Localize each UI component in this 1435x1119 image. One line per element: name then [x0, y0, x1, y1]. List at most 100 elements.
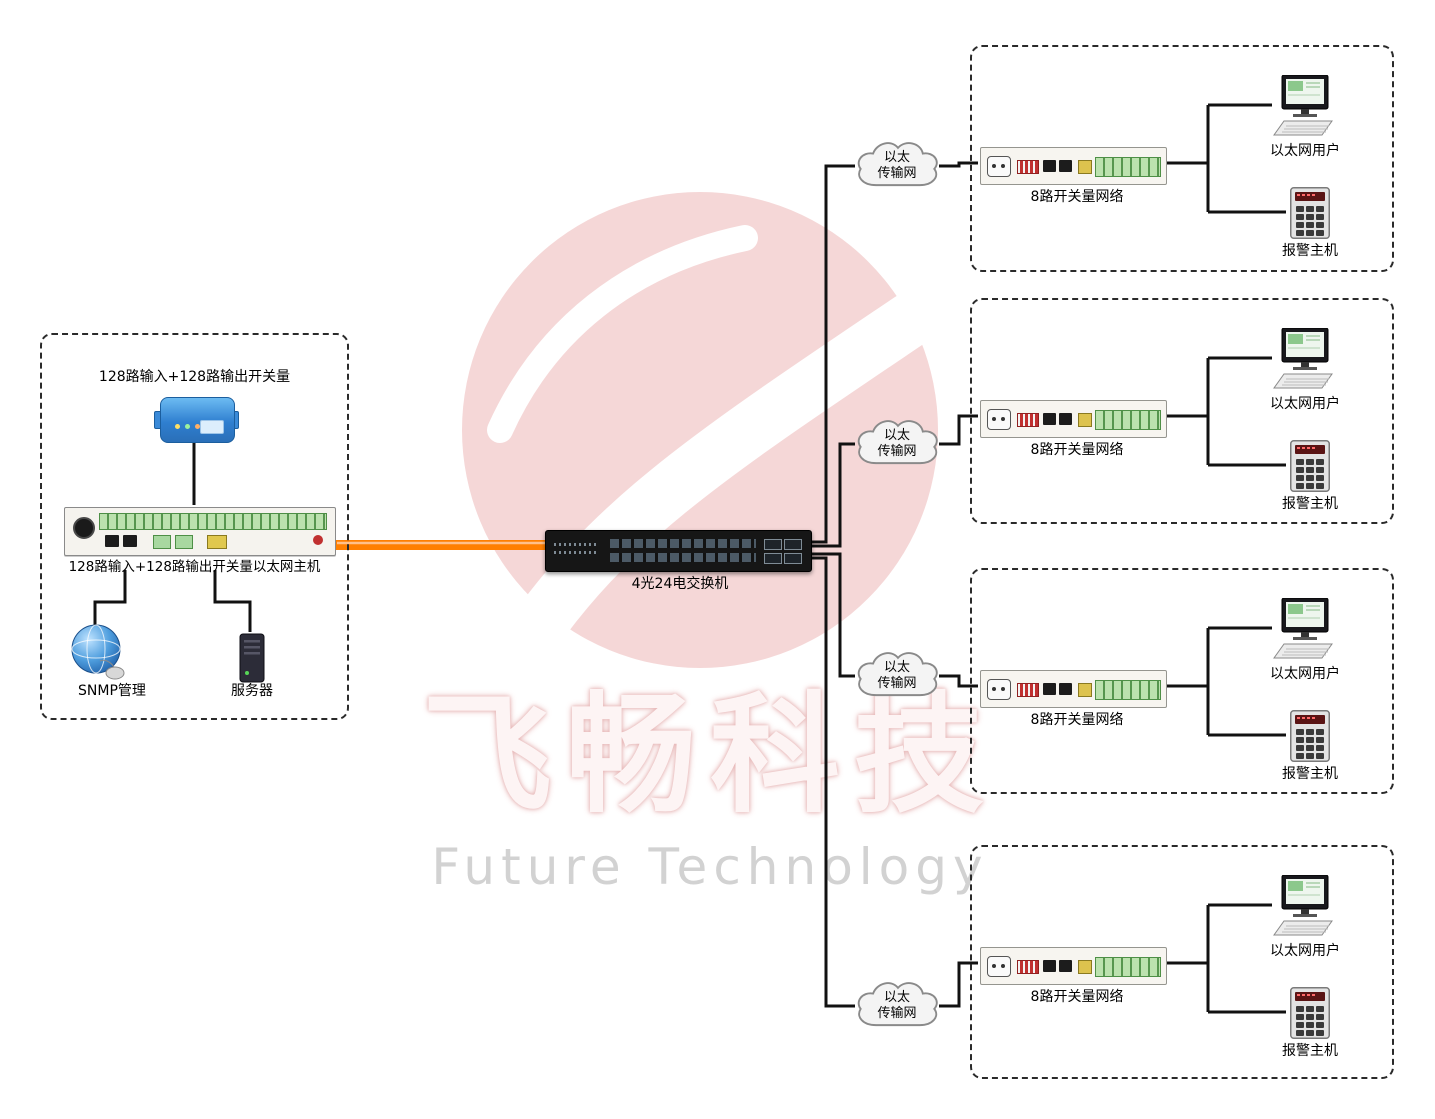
sfp-port: [1078, 683, 1092, 697]
cloud-icon: [857, 142, 938, 187]
cloud-label: 以太 传输网: [853, 977, 941, 1035]
io-network-device: [980, 947, 1167, 985]
device-label: 8路开关量网络: [1030, 189, 1124, 205]
power-inlet: [987, 679, 1011, 700]
ethernet-user-label: 以太网用户: [1270, 943, 1340, 959]
vendor-logo-mark: [313, 535, 323, 545]
alarm-host-label: 报警主机: [1282, 243, 1338, 259]
power-inlet: [987, 956, 1011, 977]
ethernet-user-icon: [1273, 598, 1333, 659]
sfp-port: [207, 535, 227, 549]
ethernet-user-icon: [1273, 328, 1333, 389]
io-network-device: [980, 670, 1167, 708]
switch-label: 4光24电交换机: [631, 576, 729, 592]
logo-swoosh: [497, 292, 938, 673]
terminal-strip: [1095, 680, 1161, 700]
cloud-label-line2: 传输网: [877, 444, 917, 459]
cloud-label-line2: 传输网: [877, 166, 917, 181]
alarm-host-label: 报警主机: [1282, 766, 1338, 782]
cloud-label: 以太 传输网: [853, 137, 941, 195]
device-label: 8路开关量网络: [1030, 989, 1124, 1005]
terminal-strip: [1095, 957, 1161, 977]
device-display: [200, 420, 224, 434]
sfp-port: [1078, 413, 1092, 427]
led-indicator: [185, 424, 190, 429]
cloud-icon: [857, 982, 938, 1027]
rj45-port: [1043, 160, 1056, 172]
alarm-host-icon: [1290, 987, 1330, 1039]
dip-switch: [1017, 960, 1039, 974]
optical-port: [764, 553, 782, 564]
ethernet-user-label: 以太网用户: [1270, 143, 1340, 159]
ethernet-port-row: [610, 553, 756, 562]
fan-vent: [73, 517, 95, 539]
cloud-label-line1: 以太: [883, 149, 910, 165]
terminal-strip: [1095, 157, 1161, 177]
power-inlet: [987, 409, 1011, 430]
dip-switch: [1017, 160, 1039, 174]
alarm-host-label: 报警主机: [1282, 1043, 1338, 1059]
transmission-cloud-4: 以太 传输网: [853, 977, 941, 1035]
power-inlet: [987, 156, 1011, 177]
device-label: 8路开关量网络: [1030, 442, 1124, 458]
rj45-port: [123, 535, 137, 547]
optical-port: [784, 539, 802, 550]
transmission-cloud-2: 以太 传输网: [853, 415, 941, 473]
cloud-label-line2: 传输网: [877, 1006, 917, 1021]
rj45-port: [1043, 413, 1056, 425]
server-label: 服务器: [231, 683, 273, 699]
alarm-host-icon: [1290, 710, 1330, 762]
optical-port: [784, 553, 802, 564]
sfp-port: [1078, 960, 1092, 974]
rj45-port: [1059, 960, 1072, 972]
ethernet-host-label: 128路输入+128路输出开关量以太网主机: [68, 559, 321, 575]
cloud-label: 以太 传输网: [853, 647, 941, 705]
snmp-label: SNMP管理: [78, 683, 146, 699]
cloud-label-line1: 以太: [883, 427, 910, 443]
cloud-label-line1: 以太: [883, 989, 910, 1005]
alarm-host-label: 报警主机: [1282, 496, 1338, 512]
remote-site-1: 8路开关量网络 以太网用户 报警主机: [970, 45, 1394, 272]
brand-name-watermark: 飞畅科技: [421, 679, 998, 831]
cloud-label-line2: 传输网: [877, 676, 917, 691]
ethernet-user-icon: [1273, 875, 1333, 936]
led-indicator: [175, 424, 180, 429]
central-station-group: 128路输入+128路输出开关量 128路输入+128路输出开关量以太网主机: [40, 333, 349, 720]
terminal-block: [153, 535, 171, 549]
cloud-label: 以太 传输网: [853, 415, 941, 473]
ethernet-user-label: 以太网用户: [1270, 666, 1340, 682]
snmp-globe-icon: [71, 624, 125, 680]
dip-switch: [1017, 413, 1039, 427]
led-indicator: [195, 424, 200, 429]
device-label: 8路开关量网络: [1030, 712, 1124, 728]
transmission-cloud-1: 以太 传输网: [853, 137, 941, 195]
server-icon: [239, 633, 265, 683]
led-bar: [554, 551, 598, 554]
remote-site-2: 8路开关量网络 以太网用户 报警主机: [970, 298, 1394, 524]
fiber-switch-device: [545, 530, 812, 572]
terminal-strip: [1095, 410, 1161, 430]
io-module-device: [154, 393, 239, 445]
logo-swoosh-small: [487, 225, 758, 443]
remote-site-3: 8路开关量网络 以太网用户 报警主机: [970, 568, 1394, 794]
rj45-port: [1059, 160, 1072, 172]
rj45-port: [1043, 683, 1056, 695]
rj45-port: [1059, 413, 1072, 425]
wire-switch-to-cloud-3: [810, 552, 855, 678]
optical-port: [764, 539, 782, 550]
led-bar: [554, 543, 598, 546]
ethernet-port-row: [610, 539, 756, 548]
transmission-cloud-3: 以太 传输网: [853, 647, 941, 705]
alarm-host-icon: [1290, 440, 1330, 492]
rj45-port: [1043, 960, 1056, 972]
sfp-port: [1078, 160, 1092, 174]
alarm-host-icon: [1290, 187, 1330, 239]
rj45-port: [1059, 683, 1072, 695]
ethernet-user-label: 以太网用户: [1270, 396, 1340, 412]
remote-site-4: 8路开关量网络 以太网用户 报警主机: [970, 845, 1394, 1079]
io-module-body: [160, 397, 235, 443]
terminal-block: [175, 535, 193, 549]
cloud-label-line1: 以太: [883, 659, 910, 675]
ethernet-host-device: [64, 507, 336, 556]
